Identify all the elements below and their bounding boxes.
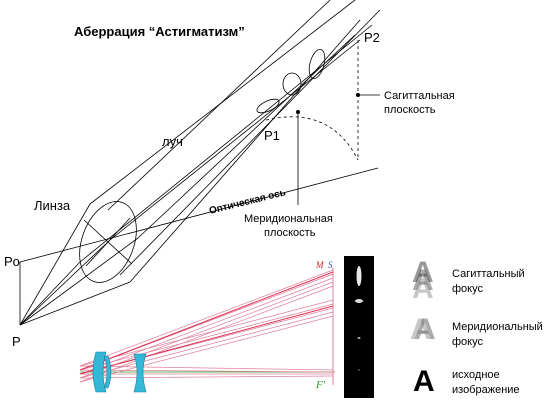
- lens-system-inset: [79, 268, 335, 393]
- lens-element-3: [133, 353, 147, 393]
- lens-ellipse: [79, 201, 137, 283]
- meridional-arc: [265, 116, 359, 161]
- chief-ray-line: [79, 271, 334, 371]
- glyph-source: A: [413, 365, 435, 398]
- circle-of-confusion-ellipse: [282, 72, 302, 96]
- legend-source-line1: исходное: [452, 369, 500, 381]
- lens-label: Линза: [34, 198, 71, 213]
- sagittal-focus-ellipse: [308, 48, 326, 80]
- glyph-meridional-blur-2: A: [414, 313, 436, 346]
- m-label: M: [315, 260, 324, 270]
- legend-sagittal: A A A Сагиттальный фокус: [412, 256, 525, 305]
- ray-line: [137, 34, 356, 239]
- f-prime-label: F': [315, 379, 326, 391]
- sagittal-plane-label-1: Сагиттальная: [384, 90, 455, 102]
- meridional-plane-label-1: Меридиональная: [244, 213, 333, 225]
- meridional-plane-label-2: плоскость: [264, 227, 316, 239]
- glyph-sagittal-blur-1: A: [412, 272, 434, 305]
- legend-sagittal-line2: фокус: [452, 283, 483, 295]
- ray-line: [19, 281, 131, 326]
- p1-label: P1: [264, 128, 280, 143]
- spot-middle: [355, 299, 363, 303]
- p-label: P: [12, 334, 21, 349]
- po-label: Po: [4, 254, 20, 269]
- optical-axis-line: [19, 167, 379, 263]
- ray-diagram: [19, 0, 381, 326]
- spot-sagittal: [356, 266, 362, 286]
- chief-ray-line: [79, 305, 334, 375]
- spot-meridional: [357, 337, 361, 339]
- legend-source: A исходное изображение: [413, 365, 520, 398]
- ray-line: [19, 237, 139, 326]
- ray-line: [129, 19, 361, 283]
- legend-meridional-line1: Меридиональный: [452, 321, 543, 333]
- lens-element-1: [92, 351, 107, 393]
- glyph-meridional-blur-1: A: [410, 313, 432, 346]
- meridional-focus-ellipse: [256, 98, 280, 114]
- ray-label: луч: [162, 134, 183, 149]
- ray-line: [19, 203, 91, 326]
- glyph-sagittal-blur-3: A: [412, 256, 434, 289]
- legend-sagittal-line1: Сагиттальный: [452, 268, 525, 280]
- p2-label: P2: [364, 30, 380, 45]
- ray-bundle: [79, 269, 334, 383]
- ray-line: [19, 261, 81, 326]
- legend-meridional: A A Меридиональный фокус: [410, 313, 543, 348]
- glyph-sagittal-blur-2: A: [412, 264, 434, 297]
- spot-focus: [358, 369, 360, 371]
- legend-source-line2: изображение: [452, 384, 520, 396]
- meridional-leader-dot: [295, 110, 300, 115]
- sagittal-leader-dot: [355, 93, 360, 98]
- s-label: S: [328, 260, 333, 270]
- spot-diagram-panel: [344, 256, 374, 398]
- ray-line: [19, 239, 111, 326]
- diagram-title: Аберрация “Астигматизм”: [74, 24, 245, 39]
- ray-line: [107, 0, 331, 211]
- legend-meridional-line2: фокус: [452, 336, 483, 348]
- sagittal-plane-label-2: плоскость: [384, 104, 436, 116]
- lens-element-2: [103, 355, 112, 389]
- ray-line: [119, 9, 381, 276]
